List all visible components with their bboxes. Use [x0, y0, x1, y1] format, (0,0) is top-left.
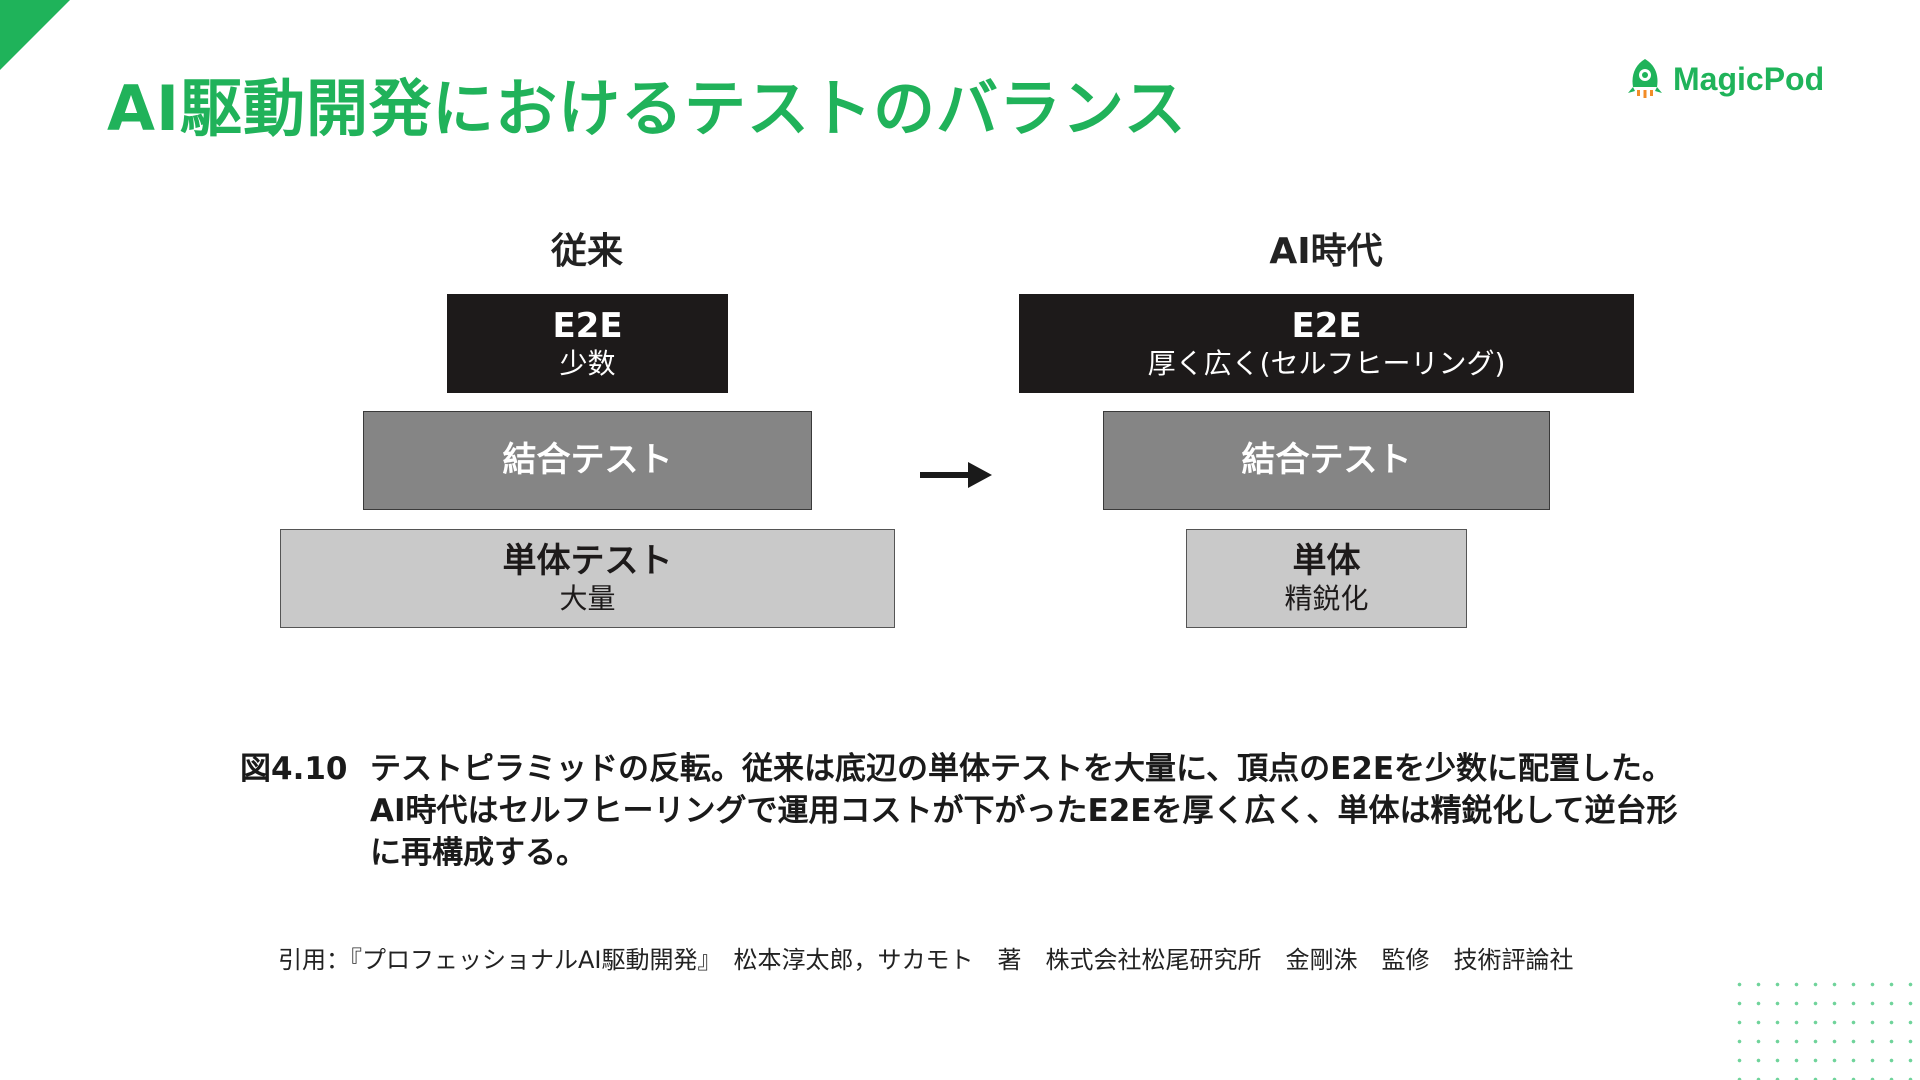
left-e2e-label: E2E — [552, 305, 623, 346]
right-integration-box: 結合テスト — [1103, 411, 1550, 510]
left-integration-box: 結合テスト — [363, 411, 812, 510]
left-unit-box: 単体テスト 大量 — [280, 529, 895, 628]
right-unit-label: 単体 — [1292, 540, 1361, 581]
right-heading: AI時代 — [1269, 231, 1383, 272]
rocket-icon — [1628, 59, 1662, 98]
citation: 引用：『プロフェッショナルAI駆動開発』 松本淳太郎，サカモト 著 株式会社松尾… — [278, 946, 1574, 974]
left-heading: 従来 — [550, 231, 623, 272]
right-unit-sublabel: 精鋭化 — [1284, 581, 1369, 615]
corner-decoration — [0, 0, 70, 70]
slide-title: AI駆動開発におけるテストのバランス — [107, 72, 1187, 145]
right-arrow-icon — [920, 462, 992, 488]
right-e2e-label: E2E — [1291, 305, 1362, 346]
logo-text: MagicPod — [1673, 60, 1825, 97]
right-integration-label: 結合テスト — [1241, 439, 1412, 480]
right-e2e-box: E2E 厚く広く(セルフヒーリング) — [1019, 294, 1634, 393]
figure-caption-text: テストピラミッドの反転。従来は底辺の単体テストを大量に、頂点のE2Eを少数に配置… — [370, 751, 1678, 871]
left-unit-sublabel: 大量 — [559, 581, 616, 615]
right-unit-box: 単体 精鋭化 — [1186, 529, 1467, 628]
right-e2e-sublabel: 厚く広く(セルフヒーリング) — [1147, 346, 1506, 380]
left-e2e-sublabel: 少数 — [559, 346, 616, 380]
left-e2e-box: E2E 少数 — [447, 294, 728, 393]
left-integration-label: 結合テスト — [502, 439, 673, 480]
figure-number: 図4.10 — [240, 751, 348, 787]
dot-pattern-decoration — [1730, 975, 1920, 1080]
magicpod-logo: MagicPod — [1625, 56, 1824, 102]
left-unit-label: 単体テスト — [502, 540, 673, 581]
